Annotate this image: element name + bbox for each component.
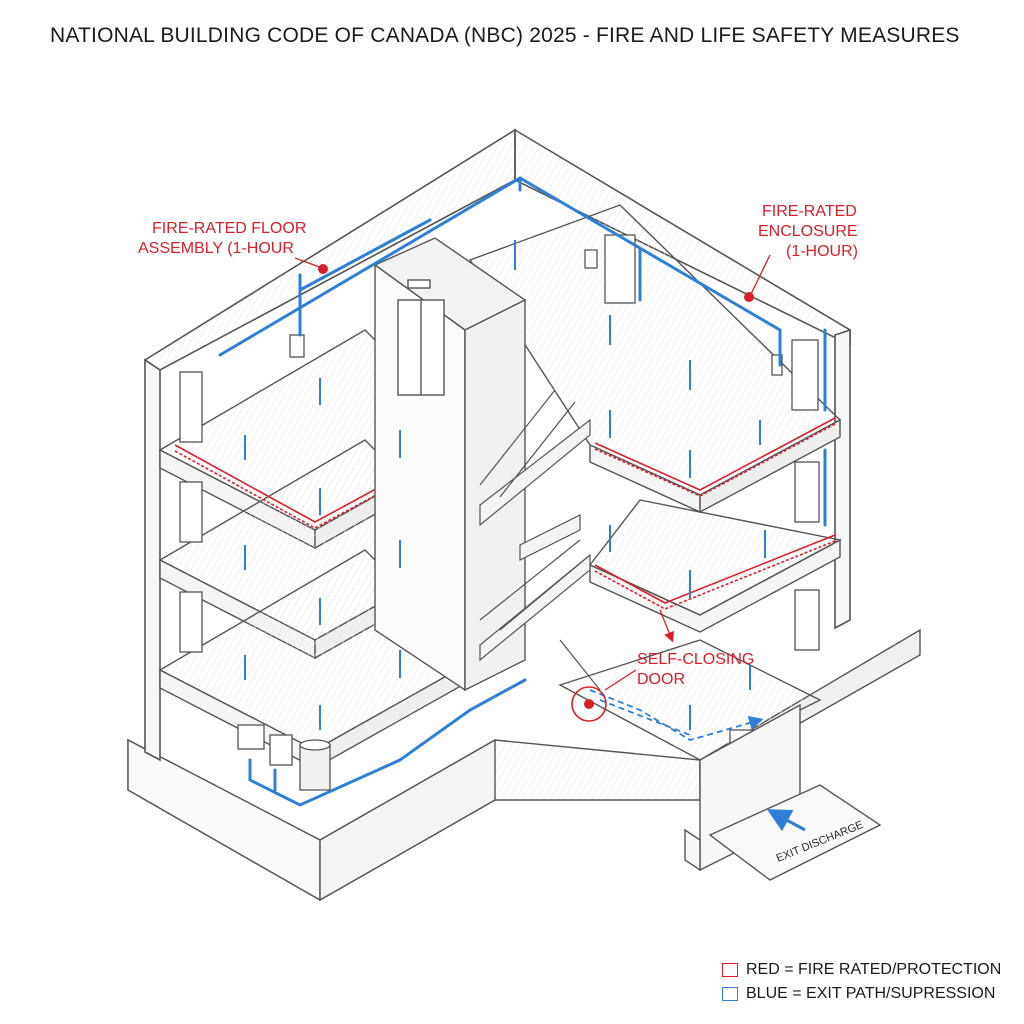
right-wing-floors <box>468 204 843 761</box>
pull-station-icon <box>771 354 783 376</box>
stair-elevator-core <box>373 237 527 692</box>
legend-text-blue: BLUE = EXIT PATH/SUPRESSION <box>746 985 996 1002</box>
label-enclosure-line1: FIRE-RATED <box>762 203 857 220</box>
door-icon <box>794 461 820 523</box>
exit-path <box>589 689 764 741</box>
door-icon <box>179 591 203 653</box>
door-icon <box>179 371 203 443</box>
door-icon <box>179 481 203 543</box>
sprinkler-heads <box>244 240 766 730</box>
label-floor-assembly-line1: FIRE-RATED FLOOR <box>152 220 306 237</box>
enclosure-marker <box>744 292 754 302</box>
door-icon <box>794 589 820 651</box>
stairs <box>479 389 601 691</box>
label-self-closing-line2: DOOR <box>637 671 685 688</box>
self-closing-door-marker <box>571 686 607 722</box>
label-enclosure-line2: ENCLOSURE <box>758 223 858 240</box>
label-floor-assembly-line2: ASSEMBLY (1-HOUR <box>138 240 294 257</box>
legend: RED = FIRE RATED/PROTECTION BLUE = EXIT … <box>722 958 1001 1006</box>
legend-text-red: RED = FIRE RATED/PROTECTION <box>746 961 1002 978</box>
legend-item-red: RED = FIRE RATED/PROTECTION <box>722 958 1001 982</box>
pull-station-icon <box>289 334 305 358</box>
exit-arrow-icon <box>766 809 806 832</box>
callouts <box>294 254 771 722</box>
label-enclosure-line3: (1-HOUR) <box>786 243 858 260</box>
fire-pump-icon <box>237 724 265 750</box>
legend-item-blue: BLUE = EXIT PATH/SUPRESSION <box>722 982 1001 1006</box>
door-icon <box>791 339 819 411</box>
label-self-closing-line1: SELF-CLOSING <box>637 651 754 668</box>
exit-discharge-arrow <box>766 809 806 832</box>
legend-swatch-blue <box>722 987 738 1001</box>
door-icon <box>604 234 636 304</box>
diagram-title: NATIONAL BUILDING CODE OF CANADA (NBC) 2… <box>50 24 960 47</box>
sprinkler-piping <box>218 176 827 807</box>
fire-pump-equipment <box>237 724 331 791</box>
floor-assembly-marker <box>318 264 328 274</box>
legend-swatch-red <box>722 963 738 977</box>
pull-station-icon <box>584 249 598 269</box>
